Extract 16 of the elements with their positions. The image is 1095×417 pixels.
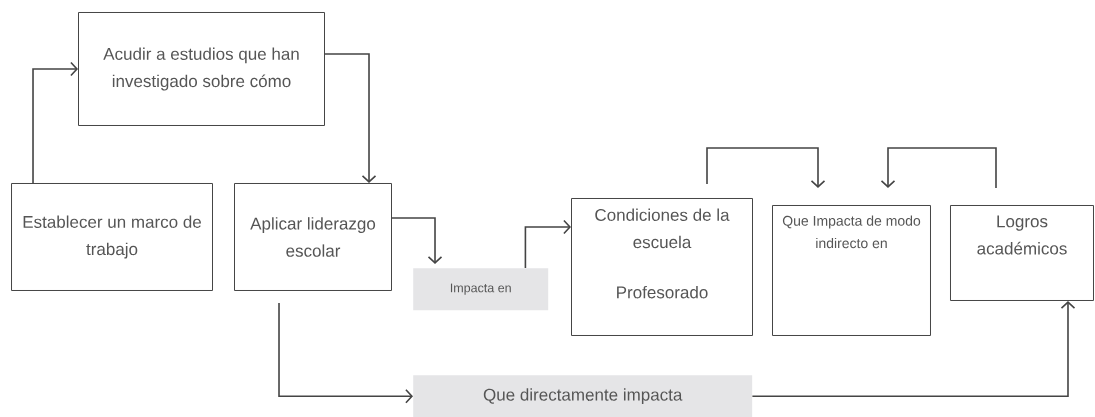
process-box: Aplicar liderazgo escolar — [234, 183, 392, 291]
arrow — [524, 219, 571, 269]
process-box: Establecer un marco de trabajo — [11, 183, 213, 291]
process-box: Condiciones de la escuela Profesorado — [571, 198, 753, 336]
label-box: Impacta en — [413, 268, 549, 311]
label-box: Que directamente impacta — [413, 375, 753, 417]
process-box: Logros académicos — [950, 205, 1094, 301]
arrow — [751, 301, 1076, 397]
arrow — [391, 217, 443, 264]
arrow — [706, 147, 826, 188]
arrow — [324, 53, 377, 183]
arrow — [278, 302, 413, 404]
arrow — [880, 147, 997, 189]
arrow — [32, 61, 78, 184]
process-box: Acudir a estudios que han investigado sobre cómo — [78, 12, 325, 126]
process-box: Que Impacta de modo indirecto en — [772, 205, 931, 336]
